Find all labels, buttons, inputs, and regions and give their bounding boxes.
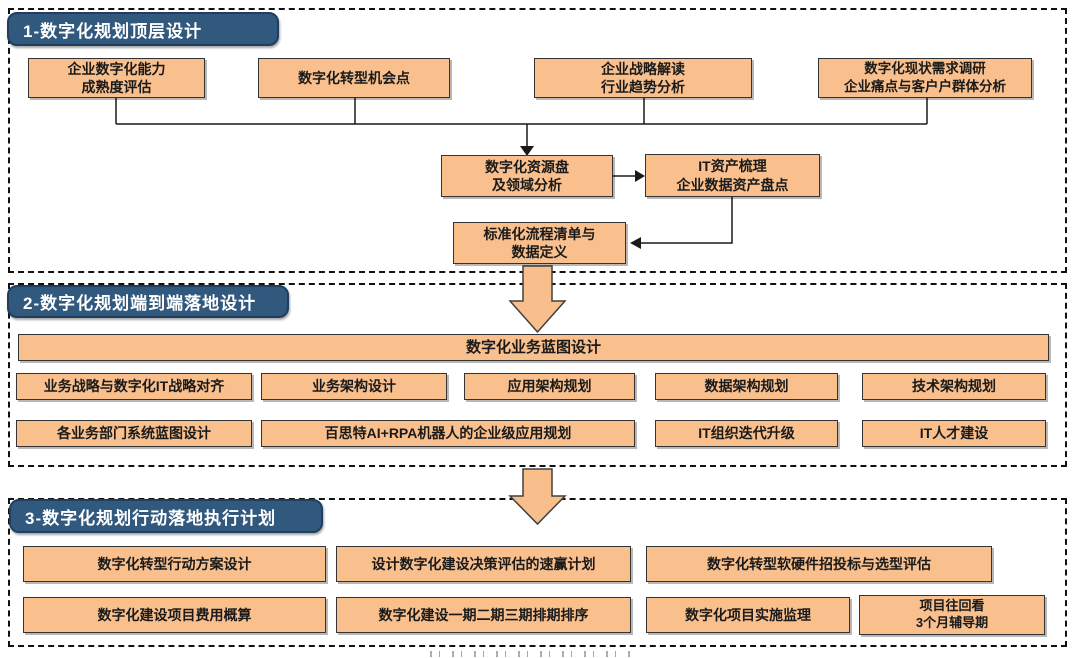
section-1-title-tab: 1-数字化规划顶层设计 [7, 12, 279, 46]
box-line: 数据定义 [511, 244, 568, 260]
down-block-arrow-2 [508, 468, 567, 526]
box-line: 企业战略解读 [601, 60, 685, 77]
section-1-title: 1-数字化规划顶层设计 [23, 21, 203, 41]
box-action-plan-design: 数字化转型行动方案设计 [23, 546, 326, 582]
box-phase-scheduling: 数字化建设一期二期三期排期排序 [336, 597, 631, 633]
box-strategy-interpretation: 企业战略解读 行业趋势分析 [534, 58, 752, 98]
box-implementation-supervision: 数字化项目实施监理 [646, 597, 850, 633]
box-bidding-selection: 数字化转型软硬件招投标与选型评估 [646, 546, 992, 582]
box-line: 数字化建设项目费用概算 [97, 606, 252, 623]
box-digital-resource-inventory: 数字化资源盘 及领域分析 [441, 155, 613, 197]
box-line: 企业数据资产盘点 [676, 176, 789, 193]
box-line: 百思特AI+RPA机器人的企业级应用规划 [324, 425, 572, 442]
box-line: 业务战略与数字化IT战略对齐 [43, 378, 225, 395]
box-it-talent: IT人才建设 [862, 420, 1046, 447]
box-line: 企业痛点与客户户群体分析 [844, 79, 1006, 94]
box-it-asset-review: IT资产梳理 企业数据资产盘点 [645, 154, 820, 197]
box-line: 各业务部门系统蓝图设计 [57, 425, 211, 442]
box-line: 项目往回看 [919, 598, 985, 614]
box-strategy-alignment: 业务战略与数字化IT战略对齐 [16, 373, 252, 400]
box-line: 及领域分析 [492, 177, 562, 193]
box-line: 应用架构规划 [507, 378, 592, 395]
box-line: 数字化项目实施监理 [685, 606, 811, 623]
box-capability-maturity: 企业数字化能力 成熟度评估 [28, 58, 205, 98]
connector-arrowheads [520, 146, 645, 249]
section-2-title: 2-数字化规划端到端落地设计 [23, 294, 257, 313]
box-line: 数字化建设一期二期三期排期排序 [378, 606, 589, 623]
clipped-caption-artifact [430, 651, 635, 657]
box-data-architecture: 数据架构规划 [655, 373, 838, 400]
box-it-org-iteration: IT组织迭代升级 [655, 420, 838, 447]
box-line: 数字化转型行动方案设计 [97, 555, 252, 572]
box-line: 标准化流程清单与 [483, 225, 596, 242]
banner-business-blueprint: 数字化业务蓝图设计 [18, 334, 1049, 361]
box-department-blueprint: 各业务部门系统蓝图设计 [16, 420, 252, 447]
box-line: IT人才建设 [919, 425, 989, 442]
down-block-arrow-1 [508, 265, 567, 334]
box-business-architecture: 业务架构设计 [261, 373, 447, 400]
section-3-title: 3-数字化规划行动落地执行计划 [25, 508, 277, 528]
box-application-architecture: 应用架构规划 [464, 373, 635, 400]
box-line: 数据架构规划 [704, 378, 789, 395]
section-2-title-tab: 2-数字化规划端到端落地设计 [7, 285, 289, 318]
box-status-research: 数字化现状需求调研 企业痛点与客户户群体分析 [818, 58, 1032, 98]
section-3-title-tab: 3-数字化规划行动落地执行计划 [9, 499, 323, 533]
box-line: 数字化转型软硬件招投标与选型评估 [707, 555, 931, 572]
box-line: 3个月辅导期 [915, 615, 989, 630]
box-line: 数字化转型机会点 [298, 69, 410, 86]
banner-label: 数字化业务蓝图设计 [465, 338, 601, 356]
box-transformation-opportunities: 数字化转型机会点 [258, 58, 450, 98]
box-standardized-process-list: 标准化流程清单与 数据定义 [453, 222, 626, 264]
box-line: IT资产梳理 [698, 158, 767, 175]
box-line: 数字化现状需求调研 [864, 61, 986, 77]
box-quick-win-plan: 设计数字化建设决策评估的速赢计划 [336, 546, 631, 582]
box-project-cost-estimate: 数字化建设项目费用概算 [23, 597, 326, 633]
box-line: 企业数字化能力 [67, 60, 166, 77]
box-line: 行业趋势分析 [601, 79, 685, 95]
box-project-review-coaching: 项目往回看 3个月辅导期 [859, 595, 1045, 635]
box-line: 业务架构设计 [312, 378, 396, 395]
box-line: 成熟度评估 [81, 79, 152, 95]
box-line: 设计数字化建设决策评估的速赢计划 [371, 555, 596, 572]
box-ai-rpa-planning: 百思特AI+RPA机器人的企业级应用规划 [261, 420, 635, 447]
box-line: 数字化资源盘 [485, 158, 569, 175]
box-line: 技术架构规划 [912, 378, 996, 395]
connector-lines [115, 98, 928, 244]
box-line: IT组织迭代升级 [698, 425, 795, 442]
box-technical-architecture: 技术架构规划 [862, 373, 1046, 400]
